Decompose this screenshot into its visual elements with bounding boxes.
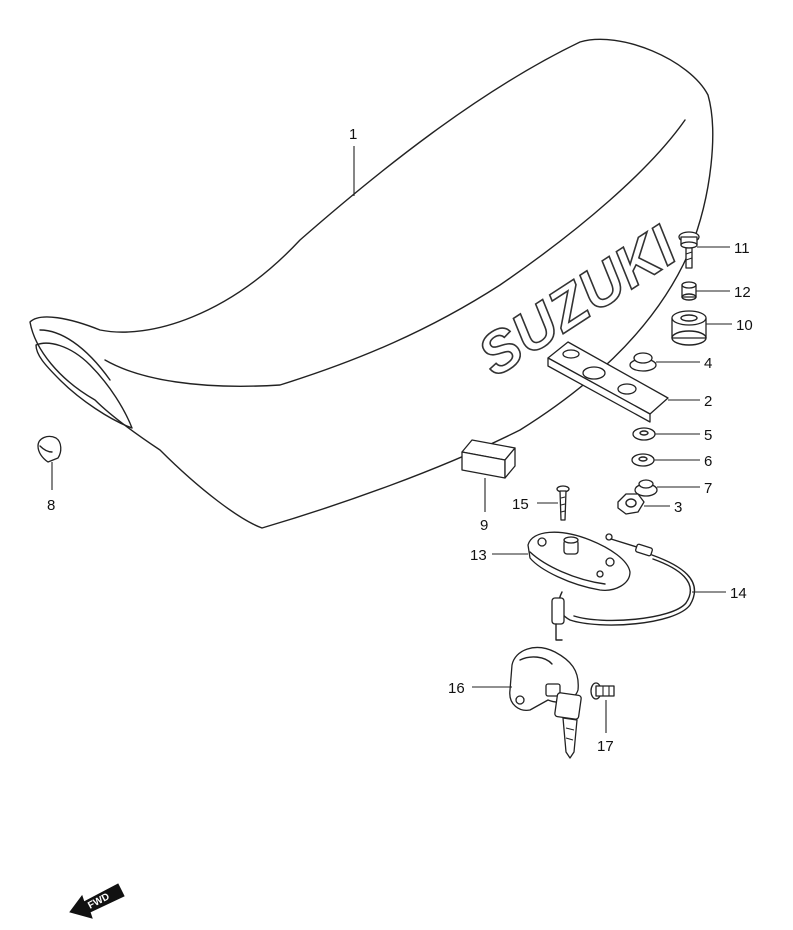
callout-14: 14 <box>730 585 747 602</box>
callout-16: 16 <box>448 680 465 697</box>
leader-lines <box>51 146 732 733</box>
callout-1: 1 <box>349 126 357 143</box>
foam-block-part-9 <box>461 439 516 479</box>
seat-assembly: SUZUKI <box>29 38 714 529</box>
washer-part-6 <box>631 453 655 467</box>
fwd-label: FWD <box>86 891 111 911</box>
screw-part-17 <box>590 682 615 700</box>
grommet-part-7 <box>634 479 658 497</box>
seat-nose-edge <box>39 329 111 381</box>
seat-bracket <box>547 341 669 423</box>
callout-8: 8 <box>47 497 55 514</box>
spacer-part-10 <box>671 310 707 346</box>
nut-part-3 <box>617 493 645 515</box>
bracket-hole-1 <box>562 349 580 359</box>
bracket-hole-3 <box>617 383 637 395</box>
callout-13: 13 <box>470 547 487 564</box>
callout-2: 2 <box>704 393 712 410</box>
callout-17: 17 <box>597 738 614 755</box>
seat-top-ridge <box>104 119 686 387</box>
fwd-arrow-icon: FWD <box>69 883 125 919</box>
callout-12: 12 <box>734 284 751 301</box>
cable-part-14 <box>551 533 696 641</box>
callout-9: 9 <box>480 517 488 534</box>
grommet-part-4 <box>629 352 657 372</box>
callout-3: 3 <box>674 499 682 516</box>
screw-part-15 <box>556 485 570 521</box>
callout-6: 6 <box>704 453 712 470</box>
collar-part-12 <box>681 281 697 301</box>
bracket-flange <box>547 357 651 423</box>
callout-15: 15 <box>512 496 529 513</box>
latch-part-13 <box>527 531 631 591</box>
bolt-part-11 <box>678 231 700 269</box>
callout-11: 11 <box>734 240 750 257</box>
lock-part-16 <box>509 647 582 759</box>
callout-7: 7 <box>704 480 712 497</box>
cap-part-8 <box>37 435 62 463</box>
callout-4: 4 <box>704 355 712 372</box>
bracket-hole-2 <box>582 366 606 380</box>
washer-part-5 <box>632 427 656 441</box>
seat-nose-cavity <box>35 342 133 429</box>
callout-5: 5 <box>704 427 712 444</box>
callout-10: 10 <box>736 317 753 334</box>
cap-part-8-edge <box>39 445 53 453</box>
callout-labels: 1 2 3 4 5 6 7 8 9 10 11 12 13 14 15 16 1… <box>47 126 753 755</box>
